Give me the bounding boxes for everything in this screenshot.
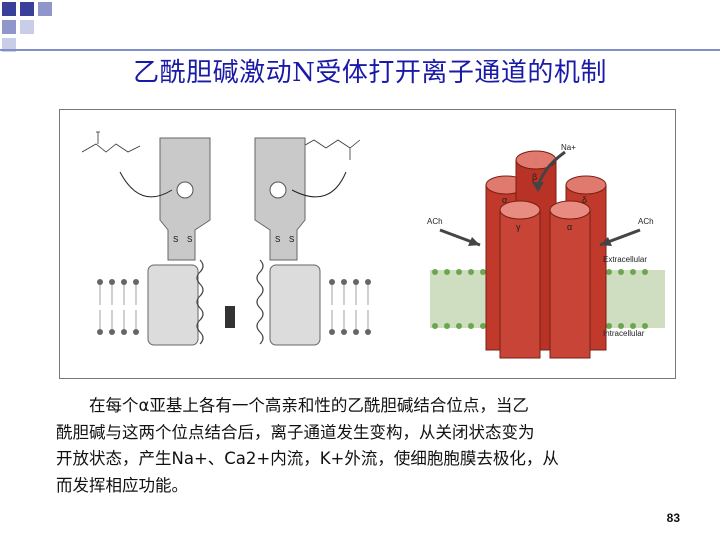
disulfide-label: S [173, 235, 178, 244]
disulfide-label: S [187, 235, 192, 244]
intracellular-label: Intracellular [603, 329, 645, 338]
body-paragraph: 在每个α亚基上各有一个高亲和性的乙酰胆碱结合位点，当乙 酰胆碱与这两个位点结合后… [56, 393, 656, 499]
ach-label: ACh [427, 217, 443, 226]
paragraph-line: 开放状态，产生Na+、Ca2+内流，K+外流，使细胞胞膜去极化，从 [56, 446, 656, 473]
figure-panel: S S S S [59, 109, 676, 379]
paragraph-line: 在每个α亚基上各有一个高亲和性的乙酰胆碱结合位点，当乙 [56, 393, 656, 420]
ach-label: ACh [638, 217, 654, 226]
subunit-label: α [502, 195, 507, 205]
extracellular-label: Extracellular [603, 255, 647, 264]
page-number: 83 [667, 511, 680, 525]
ion-label: Na+ [561, 143, 576, 152]
disulfide-label: S [275, 235, 280, 244]
disulfide-label: S [289, 235, 294, 244]
left-schematic: S S S S [82, 132, 371, 345]
subunit-label: γ [516, 222, 521, 232]
subunit-label: α [567, 222, 572, 232]
subunit-label: β [532, 172, 537, 182]
paragraph-line: 酰胆碱与这两个位点结合后，离子通道发生变构，从关闭状态变为 [56, 420, 656, 447]
paragraph-line: 而发挥相应功能。 [56, 473, 656, 500]
subunit-label: δ [582, 195, 587, 205]
slide-title: 乙酰胆碱激动N受体打开离子通道的机制 [60, 52, 680, 89]
receptor-diagram: S S S S [60, 110, 675, 378]
right-channel: Na+ ACh ACh Extracellular Intracellular … [427, 143, 665, 358]
header-rule [0, 49, 720, 51]
